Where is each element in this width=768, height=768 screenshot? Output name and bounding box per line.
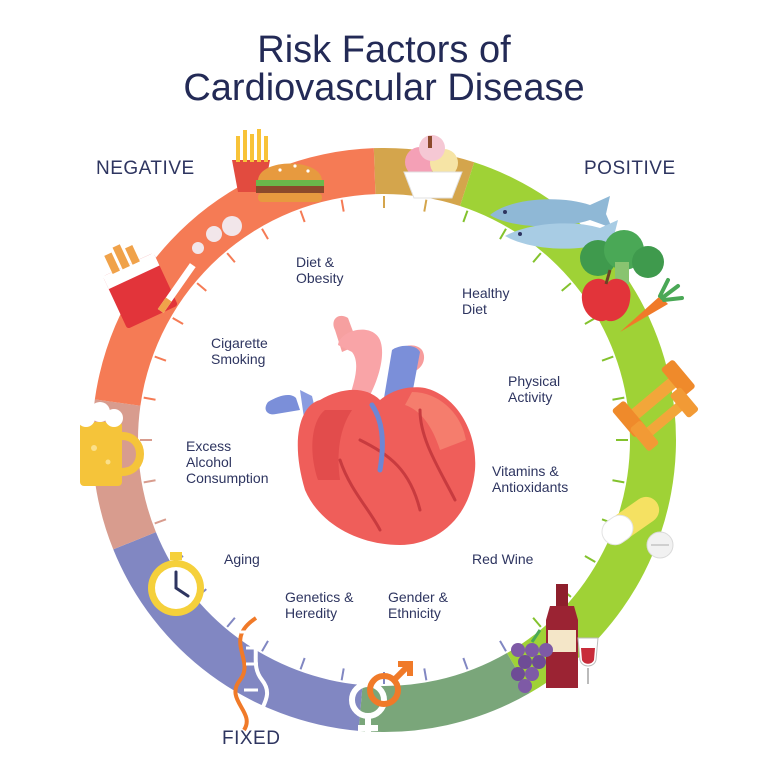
tick-mark [261, 228, 269, 240]
tick-mark [612, 479, 625, 484]
title-line-1: Risk Factors of [257, 29, 511, 71]
grapes-icon [511, 629, 553, 693]
factor-vitamins-antioxidants: Vitamins &Antioxidants [492, 463, 569, 495]
tick-mark [462, 657, 469, 670]
factor-diet-obesity: Diet &Obesity [296, 254, 344, 286]
factor-aging: Aging [224, 551, 260, 567]
tick-mark [561, 282, 572, 292]
tick-mark [584, 555, 596, 563]
wine-bottle-icon [546, 584, 599, 688]
tick-mark [172, 317, 184, 325]
broccoli-icon [580, 230, 664, 284]
tick-mark [226, 617, 236, 628]
factor-red-wine: Red Wine [472, 551, 534, 567]
tick-mark [340, 668, 345, 681]
factor-genetics-heredity: Genetics &Heredity [285, 589, 354, 621]
tick-mark [584, 317, 596, 325]
beer-mug-icon [77, 402, 144, 486]
dna-icon [233, 616, 270, 732]
tick-mark [499, 228, 507, 240]
tick-mark [261, 640, 269, 652]
dumbbell-icon [612, 360, 699, 451]
carrot-icon [620, 278, 684, 332]
gender-symbol-icon [349, 661, 413, 738]
tick-mark [340, 199, 345, 212]
tick-mark [532, 252, 542, 263]
tick-mark [154, 355, 167, 362]
tick-mark [143, 396, 156, 401]
tick-mark [462, 210, 469, 223]
title-line-2: Cardiovascular Disease [183, 67, 585, 109]
tick-mark [499, 640, 507, 652]
ice-cream-icon [403, 135, 463, 199]
tick-mark [143, 479, 156, 484]
tick-mark [299, 210, 306, 223]
tick-mark [423, 199, 428, 212]
tick-mark [154, 518, 167, 525]
category-fixed: FIXED [222, 728, 281, 749]
heart-icon [265, 315, 476, 545]
ring-segment-gender [358, 653, 530, 732]
tick-mark [226, 252, 236, 263]
category-negative: NEGATIVE [96, 158, 195, 179]
tick-mark [601, 355, 614, 362]
tick-mark [612, 396, 625, 401]
tick-mark [423, 668, 428, 681]
tick-mark [299, 657, 306, 670]
tick-mark [532, 617, 542, 628]
burger-icon [256, 163, 324, 202]
category-positive: POSITIVE [584, 158, 676, 179]
pill-icon [601, 496, 674, 559]
tick-mark [196, 282, 207, 292]
cigarette-pack-icon [102, 216, 242, 329]
factor-gender-ethnicity: Gender &Ethnicity [388, 589, 448, 621]
stopwatch-icon [148, 552, 204, 616]
apple-icon [581, 269, 631, 322]
